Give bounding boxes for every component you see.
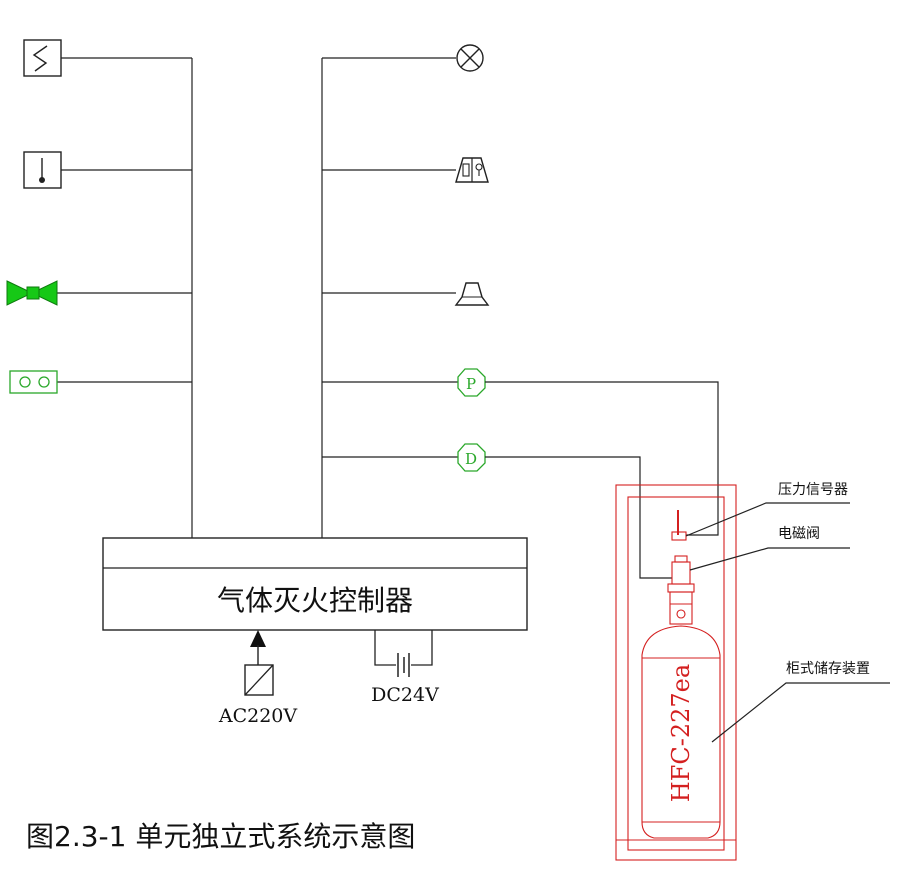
cabinet-unit-callout: 柜式储存装置 [786, 661, 870, 677]
dc-label: DC24V [371, 684, 439, 706]
sound-light-alarm-icon [455, 157, 489, 183]
pressure-signal-icon: P [457, 368, 486, 397]
solenoid-valve-leader [689, 547, 850, 571]
start-stop-button-icon [9, 370, 58, 394]
ac-power-input: AC220V [218, 630, 298, 727]
pressure-switch-callout: 压力信号器 [778, 482, 848, 498]
pressure-switch-leader [685, 502, 850, 537]
cabinet-unit-leader [711, 682, 890, 743]
solenoid-wire [485, 456, 672, 579]
agent-cylinder: HFC-227ea [641, 591, 721, 839]
cabinet-storage-unit [615, 484, 737, 861]
pressure-signal-letter: P [466, 375, 476, 393]
heat-detector-icon [23, 151, 62, 189]
manual-valve-icon [6, 280, 58, 306]
solenoid-valve-callout: 电磁阀 [778, 526, 820, 542]
solenoid-signal-letter: D [465, 450, 477, 468]
controller-label: 气体灭火控制器 [217, 584, 413, 617]
alarm-bell-icon [454, 282, 490, 306]
pressure-switch [671, 510, 687, 541]
figure-caption: 图2.3-1 单元独立式系统示意图 [26, 820, 415, 853]
dc-battery: DC24V [371, 630, 439, 706]
indicator-lamp-icon [456, 44, 484, 72]
ac-label: AC220V [218, 705, 298, 727]
solenoid-signal-icon: D [457, 443, 486, 472]
gas-fire-controller: 气体灭火控制器 [102, 537, 528, 631]
pressure-wire [485, 381, 719, 536]
smoke-detector-icon [23, 39, 62, 77]
cylinder-label: HFC-227ea [667, 664, 695, 802]
solenoid-valve [667, 555, 695, 593]
